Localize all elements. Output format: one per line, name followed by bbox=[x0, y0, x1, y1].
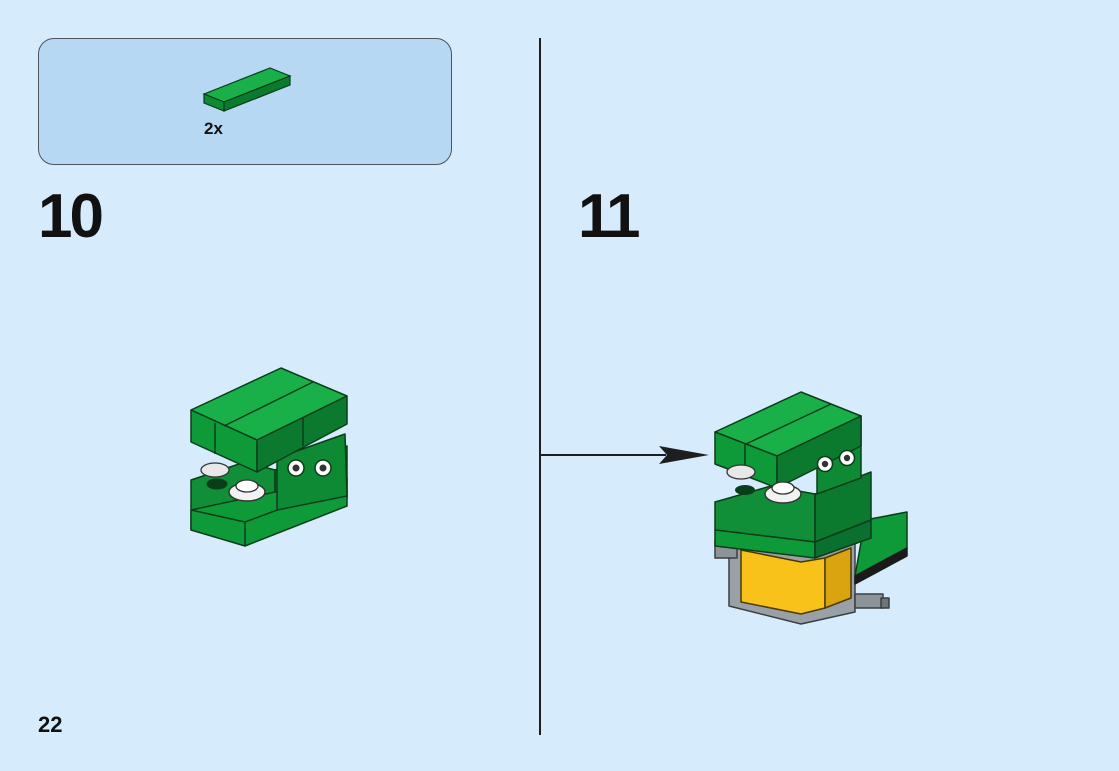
step-10-model-illustration bbox=[185, 360, 355, 555]
parts-callout: 2x bbox=[38, 38, 452, 165]
page-number: 22 bbox=[38, 712, 62, 738]
step-number-10: 10 bbox=[38, 186, 101, 248]
arrow-right-icon bbox=[541, 440, 711, 470]
step-divider bbox=[539, 38, 541, 735]
step-11-model-illustration bbox=[705, 362, 915, 632]
green-tile-icon bbox=[202, 66, 297, 114]
step-number-11: 11 bbox=[578, 186, 638, 248]
part-quantity: 2x bbox=[204, 119, 223, 139]
